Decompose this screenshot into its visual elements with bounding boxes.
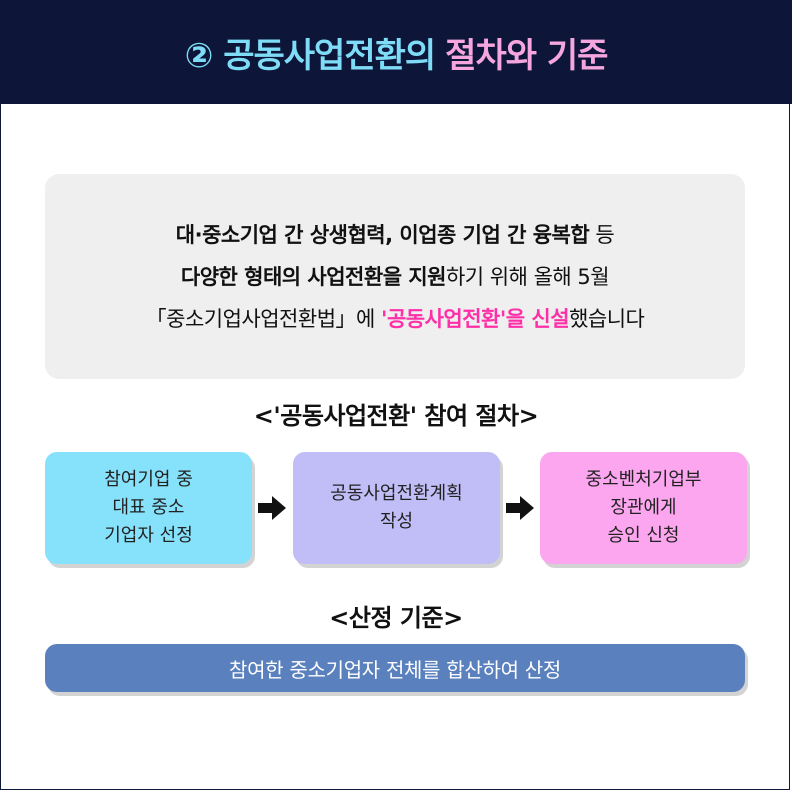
intro-line-3-b: 했습니다: [569, 306, 645, 331]
step-3-line-1: 중소벤처기업부: [585, 469, 702, 490]
criteria-text: 참여한 중소기업자 전체를 합산하여 산정: [229, 657, 561, 682]
title-part-1: ② 공동사업전환의: [184, 35, 437, 76]
intro-line-3: 「중소기업사업전환법」에 '공동사업전환'을 신설했습니다: [146, 298, 645, 340]
intro-box: 대·중소기업 간 상생협력, 이업종 기업 간 융복합 등 다양한 형태의 사업…: [45, 174, 745, 379]
step-2-box: 공동사업전환계획 작성: [293, 452, 500, 564]
step-1-box: 참여기업 중 대표 중소 기업자 선정: [45, 452, 252, 564]
intro-line-3-highlight: '공동사업전환'을 신설: [381, 306, 570, 331]
intro-line-2: 다양한 형태의 사업전환을 지원하기 위해 올해 5월: [180, 256, 610, 298]
procedure-title: <'공동사업전환' 참여 절차>: [253, 402, 539, 430]
intro-line-2-bold: 다양한 형태의 사업전환을 지원: [180, 264, 447, 289]
criteria-title: <산정 기준>: [329, 604, 463, 632]
criteria-bar: 참여한 중소기업자 전체를 합산하여 산정: [45, 644, 745, 692]
intro-line-2-rest: 하기 위해 올해 5월: [445, 264, 610, 289]
header-banner: ② 공동사업전환의 절차와 기준: [0, 0, 792, 104]
intro-line-1-rest: 등: [589, 222, 615, 247]
step-1-line-3: 기업자 선정: [104, 525, 193, 546]
arrow-right-icon: [506, 496, 534, 520]
title-part-2: 절차와 기준: [445, 35, 608, 76]
step-3-box: 중소벤처기업부 장관에게 승인 신청: [540, 452, 747, 564]
intro-line-3-a: 「중소기업사업전환법」에: [145, 306, 382, 331]
step-2-line-2: 작성: [379, 511, 414, 532]
step-1-line-1: 참여기업 중: [104, 469, 193, 490]
intro-line-1: 대·중소기업 간 상생협력, 이업종 기업 간 융복합 등: [175, 214, 615, 256]
step-3-line-3: 승인 신청: [607, 525, 680, 546]
arrow-right-icon: [258, 496, 286, 520]
step-2-line-1: 공동사업전환계획: [330, 483, 463, 504]
step-3-line-2: 장관에게: [610, 497, 677, 518]
step-1-line-2: 대표 중소: [112, 497, 185, 518]
intro-line-1-bold: 대·중소기업 간 상생협력, 이업종 기업 간 융복합: [175, 222, 590, 247]
